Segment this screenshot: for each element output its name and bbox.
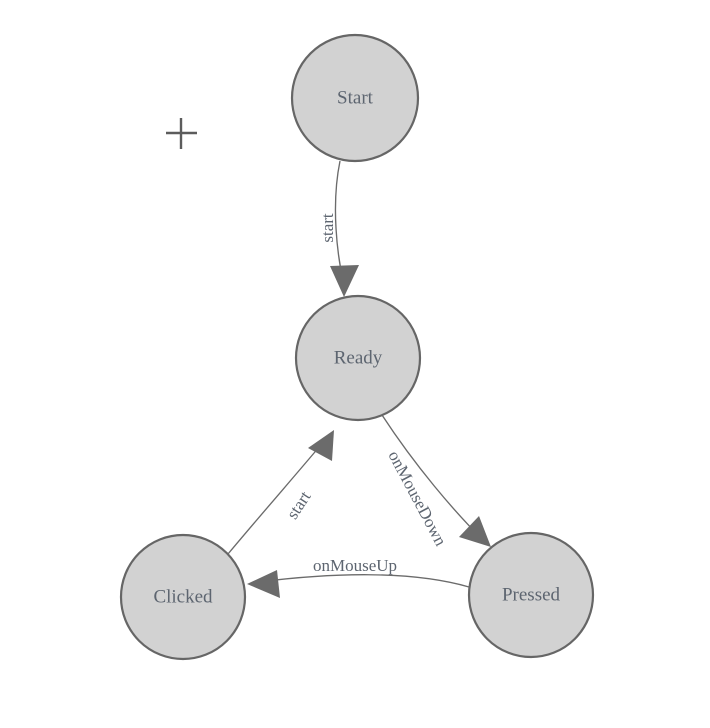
arrowhead-icon: [330, 265, 359, 297]
edge-path[interactable]: [381, 414, 483, 540]
arrowhead-icon: [459, 516, 491, 547]
plus-marker-icon[interactable]: [166, 118, 197, 149]
edge-ready-to-pressed[interactable]: onMouseDown: [381, 414, 491, 550]
state-circle[interactable]: [294, 294, 422, 422]
arrowhead-icon: [308, 430, 334, 461]
edge-clicked-to-ready[interactable]: start: [227, 430, 334, 555]
edge-label-on-mouse-up: onMouseUp: [313, 556, 397, 575]
nodes-layer: Start Ready Clicked Pressed: [119, 33, 595, 661]
state-node-pressed[interactable]: Pressed: [467, 531, 595, 659]
arrowhead-icon: [247, 570, 280, 598]
state-circle[interactable]: [290, 33, 420, 163]
edge-path[interactable]: [227, 439, 326, 555]
state-node-clicked[interactable]: Clicked: [119, 533, 247, 661]
state-circle[interactable]: [119, 533, 247, 661]
state-circle[interactable]: [467, 531, 595, 659]
edge-start-to-ready[interactable]: start: [318, 160, 359, 297]
edge-label-clicked-to-ready: start: [283, 487, 315, 522]
state-node-start[interactable]: Start: [290, 33, 420, 163]
edge-label-on-mouse-down: onMouseDown: [384, 448, 450, 550]
edge-path[interactable]: [258, 574, 470, 588]
edge-pressed-to-clicked[interactable]: onMouseUp: [247, 556, 470, 598]
edge-label-start-to-ready: start: [318, 213, 337, 243]
state-node-ready[interactable]: Ready: [294, 294, 422, 422]
